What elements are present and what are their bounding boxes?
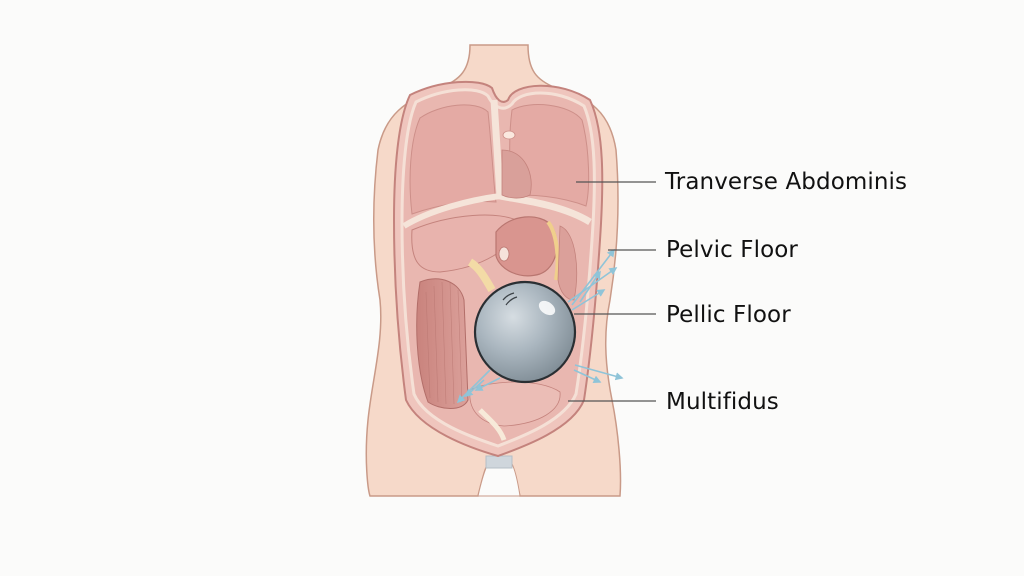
abdominal-muscle [416,278,561,441]
leader-lines [568,181,656,402]
ball [473,280,577,384]
pressure-arrows [456,248,624,404]
label-multifidus: Multifidus [666,389,779,415]
label-pellic-floor: Pellic Floor [666,302,791,328]
label-transverse-abdominis: Tranverse Abdominis [665,169,908,195]
abdominal-organs [411,214,578,301]
label-pelvic-floor: Pelvic Floor [666,237,798,263]
thoracic-organs [402,99,592,229]
